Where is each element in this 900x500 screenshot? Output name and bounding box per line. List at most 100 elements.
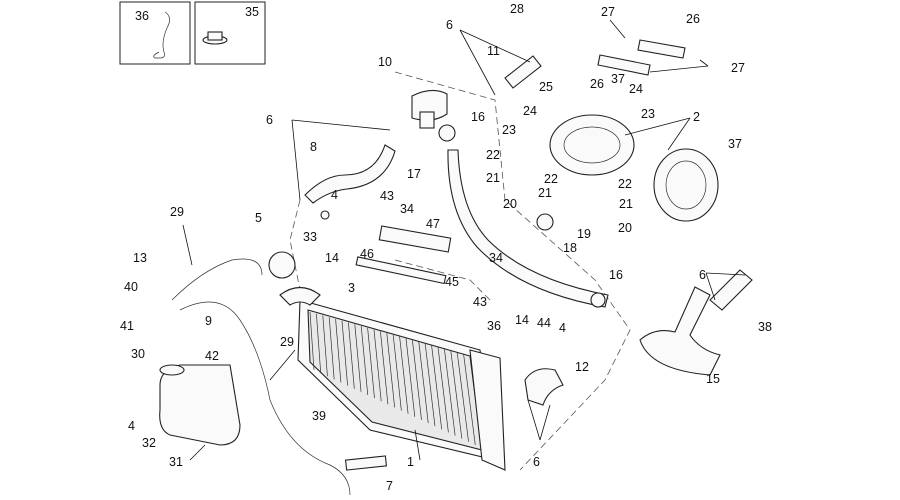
callout-1: 1 <box>407 455 414 469</box>
callout-4-top: 4 <box>331 188 338 202</box>
callout-16-top: 16 <box>471 110 485 124</box>
callout-17: 17 <box>407 167 421 181</box>
clamp-16 <box>438 124 456 142</box>
hose-29-upper <box>171 258 263 301</box>
cap-5 <box>268 251 296 279</box>
callout-14-right: 14 <box>515 313 529 327</box>
callout-31: 31 <box>169 455 183 469</box>
cap-35-top <box>207 31 223 41</box>
callout-3: 3 <box>348 281 355 295</box>
callout-16-right: 16 <box>609 268 623 282</box>
callout-25: 25 <box>539 80 553 94</box>
callout-20-a: 20 <box>503 197 517 211</box>
inset-box-35 <box>194 1 266 65</box>
callout-6-top: 6 <box>446 18 453 32</box>
callout-34-top: 34 <box>400 202 414 216</box>
callout-23-right: 23 <box>641 107 655 121</box>
callout-29-top: 29 <box>170 205 184 219</box>
callout-27-top: 27 <box>601 5 615 19</box>
callout-18: 18 <box>563 241 577 255</box>
callout-4-low: 4 <box>128 419 135 433</box>
hose-8 <box>304 144 396 204</box>
callout-30: 30 <box>131 347 145 361</box>
callout-43-top: 43 <box>380 189 394 203</box>
callout-26-top: 26 <box>686 12 700 26</box>
callout-36-main: 36 <box>487 319 501 333</box>
callout-22-b: 22 <box>544 172 558 186</box>
hose-12 <box>524 368 564 406</box>
callouts: 36 35 28 27 26 6 11 10 25 26 37 24 27 24… <box>120 2 772 493</box>
callout-45: 45 <box>445 275 459 289</box>
callout-21-a: 21 <box>486 171 500 185</box>
callout-33: 33 <box>303 230 317 244</box>
pad-7 <box>344 455 388 471</box>
callout-38: 38 <box>758 320 772 334</box>
leader-lines <box>182 19 746 461</box>
callout-11: 11 <box>487 44 500 58</box>
callout-4-mid: 4 <box>559 321 566 335</box>
callout-36-inset: 36 <box>135 9 149 23</box>
callout-29-mid: 29 <box>280 335 294 349</box>
callout-22-a: 22 <box>486 148 500 162</box>
fan-assembly-2 <box>549 114 719 222</box>
callout-34-mid: 34 <box>489 251 503 265</box>
callout-15: 15 <box>706 372 720 386</box>
hose-38 <box>709 269 753 311</box>
callout-28: 28 <box>510 2 524 16</box>
hose-11 <box>504 55 542 89</box>
callout-2: 2 <box>693 110 700 124</box>
dashed-assembly-line-3 <box>394 259 491 301</box>
callout-37-right: 37 <box>728 137 742 151</box>
callout-47: 47 <box>426 217 440 231</box>
callout-40: 40 <box>124 280 138 294</box>
callout-12: 12 <box>575 360 589 374</box>
callout-46: 46 <box>360 247 374 261</box>
callout-9: 9 <box>205 314 212 328</box>
callout-37-mid: 37 <box>611 72 625 86</box>
callout-41: 41 <box>120 319 134 333</box>
bolt-4 <box>320 210 330 220</box>
callout-13: 13 <box>133 251 147 265</box>
callout-27-right: 27 <box>731 61 745 75</box>
callout-5: 5 <box>255 211 262 225</box>
radiator-core <box>279 286 506 471</box>
callout-32: 32 <box>142 436 156 450</box>
callout-6-right: 6 <box>699 268 706 282</box>
callout-43-mid: 43 <box>473 295 487 309</box>
callout-19: 19 <box>577 227 591 241</box>
callout-44: 44 <box>537 316 551 330</box>
callout-22-c: 22 <box>618 177 632 191</box>
callout-21-b: 21 <box>538 186 552 200</box>
hose-15 <box>639 286 721 376</box>
bracket-47 <box>378 225 452 253</box>
callout-10: 10 <box>378 55 392 69</box>
callout-23-left: 23 <box>502 123 516 137</box>
callout-42: 42 <box>205 349 219 363</box>
callout-35: 35 <box>245 5 259 19</box>
inset-box-36 <box>119 1 191 65</box>
hose-36-drawing <box>153 11 170 59</box>
callout-39: 39 <box>312 409 326 423</box>
callout-21-c: 21 <box>619 197 633 211</box>
callout-24-right: 24 <box>629 82 643 96</box>
callout-8: 8 <box>310 140 317 154</box>
expansion-tank-31 <box>159 364 241 446</box>
callout-24-left: 24 <box>523 104 537 118</box>
callout-26-mid: 26 <box>590 77 604 91</box>
callout-6-left: 6 <box>266 113 273 127</box>
callout-14-left: 14 <box>325 251 339 265</box>
grommet-19 <box>536 213 554 231</box>
callout-20-b: 20 <box>618 221 632 235</box>
hose-17 <box>447 149 609 308</box>
dashed-assembly-line-1 <box>394 71 631 471</box>
callout-6-bottom: 6 <box>533 455 540 469</box>
callout-7: 7 <box>386 479 393 493</box>
clamp-16b <box>590 292 606 308</box>
thermostat-10 <box>411 89 448 129</box>
dashed-assembly-line-2 <box>289 199 301 291</box>
bracket-45 <box>355 256 447 285</box>
hose-29-lower <box>179 301 351 496</box>
hose-27 <box>597 54 651 76</box>
